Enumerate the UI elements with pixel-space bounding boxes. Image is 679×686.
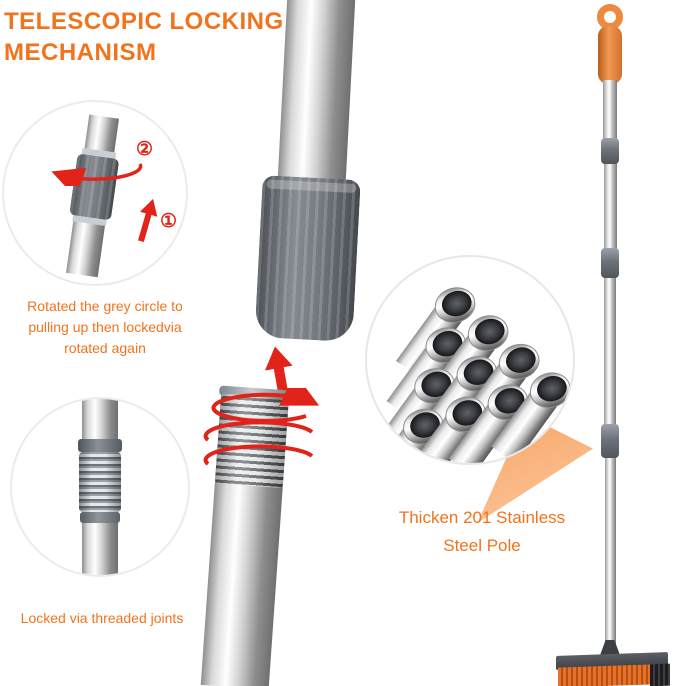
callout-line2: Steel Pole [443, 536, 521, 555]
steel-tubes-illustration [367, 287, 571, 463]
steel-pole-callout: Thicken 201 Stainless Steel Pole [382, 504, 582, 560]
threaded-section [79, 452, 121, 512]
page-title-line2: MECHANISM [4, 39, 157, 66]
spiral-rotate-icon [203, 388, 320, 466]
orange-bristles [558, 664, 652, 686]
step-1-badge: ① [160, 211, 178, 232]
main-lock-collar [254, 175, 361, 343]
handle-grip [598, 26, 622, 84]
step-2-badge: ② [136, 139, 154, 160]
inset-pole [53, 113, 135, 280]
black-bristles [650, 663, 670, 686]
page-title: TELESCOPIC LOCKING MECHANISM [4, 6, 284, 68]
pole-connector-3 [601, 424, 619, 458]
callout-line1: Thicken 201 Stainless [398, 508, 566, 527]
pole-upper-segment [84, 114, 119, 153]
threaded-joint-inset [10, 397, 190, 577]
pull-up-arrow-icon [138, 198, 158, 242]
caption-line: rotated again [64, 340, 146, 356]
rotate-arrow-icon [51, 163, 143, 186]
pole-segment-4 [605, 436, 616, 648]
pole-lower-segment [66, 221, 105, 278]
inset-top-caption: Rotated the grey circle to pulling up th… [6, 296, 204, 359]
main-pole-upper-group [232, 0, 392, 367]
inset-bottom-caption: Locked via threaded joints [20, 610, 184, 626]
pole-segment-2 [604, 150, 617, 262]
pole-segment-1 [603, 80, 617, 152]
main-pole-upper [277, 0, 356, 186]
caption-line: pulling up then lockedvia [28, 319, 182, 335]
joint-band [78, 439, 122, 452]
pole-segment-3 [604, 260, 616, 438]
pole-connector-2 [601, 248, 619, 278]
caption-line: Rotated the grey circle to [27, 298, 183, 314]
lock-collar-inset: ② ① [2, 100, 188, 286]
pole-connector-1 [601, 138, 619, 164]
page-title-line1: TELESCOPIC LOCKING [4, 8, 284, 35]
joint-band [80, 512, 120, 523]
steel-tubes-inset [365, 255, 575, 465]
